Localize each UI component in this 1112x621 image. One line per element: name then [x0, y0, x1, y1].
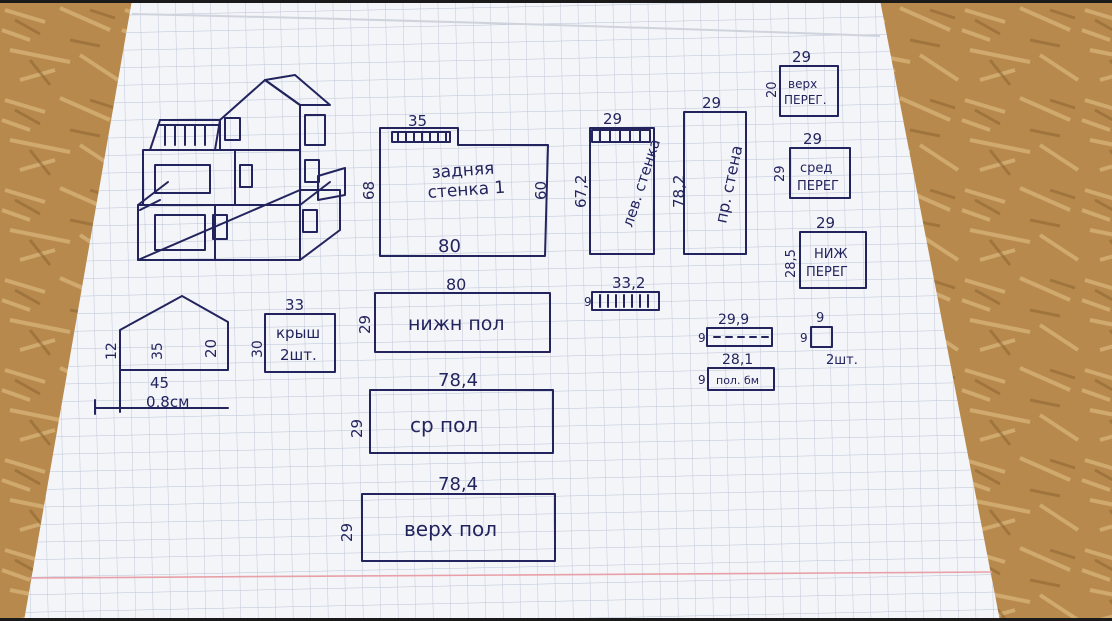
low-partition-top-dim: 29	[816, 214, 835, 232]
lower-floor-side-dim: 29	[356, 315, 374, 334]
top-floor-top-dim: 78,4	[438, 474, 478, 495]
lower-floor-piece	[374, 292, 551, 353]
strip-piece-2	[707, 367, 775, 391]
gable-thickness: 0,8см	[146, 393, 189, 411]
strip-piece-1	[706, 327, 773, 347]
left-wall-side-dim: 67,2	[572, 175, 590, 208]
strip2-top-dim: 28,1	[722, 352, 753, 368]
top-partition-name-2: ПЕРЕГ.	[784, 93, 827, 107]
mid-partition-name-1: сред	[800, 161, 832, 176]
back-wall-top-dim: 35	[408, 112, 427, 130]
graph-paper-sheet	[24, 0, 1000, 621]
middle-floor-top-dim: 78,4	[438, 370, 478, 391]
strip1-side-dim: 9	[698, 331, 706, 345]
gable-left-dim: 12	[104, 342, 120, 360]
lower-floor-name: нижн пол	[408, 313, 505, 335]
strip2-name: пол. бм	[716, 374, 759, 387]
roof-top-dim: 33	[285, 296, 304, 314]
back-wall-right-dim: 60	[532, 181, 550, 200]
small-piece-count: 2шт.	[826, 353, 858, 368]
mid-partition-piece	[789, 147, 851, 199]
middle-floor-name: ср пол	[410, 413, 478, 437]
rail-top-dim: 33,2	[612, 274, 645, 292]
top-partition-piece	[779, 65, 839, 117]
mid-partition-top-dim: 29	[803, 130, 822, 148]
small-piece-top-dim: 9	[816, 311, 824, 326]
mid-partition-side-dim: 29	[773, 165, 788, 182]
middle-floor-side-dim: 29	[348, 419, 366, 438]
dollhouse-sketch	[137, 74, 346, 261]
roof-name-2: 2шт.	[280, 346, 317, 364]
strip2-side-dim: 9	[698, 373, 706, 387]
rail-side-dim: 9	[584, 295, 592, 309]
back-wall-bottom-dim: 80	[438, 236, 461, 257]
top-partition-top-dim: 29	[792, 48, 811, 66]
back-wall-name-line1: задняя	[431, 159, 495, 183]
mid-partition-name-2: ПЕРЕГ	[797, 179, 839, 194]
left-wall-top-dim: 29	[603, 110, 622, 128]
right-wall-top-dim: 29	[702, 94, 721, 112]
rail-piece	[591, 291, 660, 311]
middle-floor-piece	[369, 389, 554, 454]
lower-floor-top-dim: 80	[446, 275, 466, 294]
top-floor-name: верх пол	[404, 517, 497, 541]
back-wall-left-dim: 68	[360, 181, 378, 200]
gable-right-dim: 20	[202, 339, 220, 358]
low-partition-name-2: ПЕРЕГ	[806, 265, 848, 280]
right-wall-piece	[683, 111, 747, 255]
top-floor-piece	[361, 493, 556, 562]
small-piece-side-dim: 9	[800, 331, 808, 345]
low-partition-piece	[799, 231, 867, 289]
strip1-top-dim: 29,9	[718, 312, 749, 328]
back-wall-piece	[379, 127, 549, 257]
gable-side-sketch	[94, 295, 229, 415]
left-wall-piece	[589, 127, 655, 255]
low-partition-side-dim: 28,5	[784, 249, 799, 278]
gable-mid-dim: 35	[150, 342, 166, 360]
small-square-piece	[810, 326, 833, 348]
margin-line	[29, 571, 993, 579]
top-floor-side-dim: 29	[338, 523, 356, 542]
roof-name-1: крыш	[276, 324, 320, 342]
top-partition-name-1: верх	[788, 77, 817, 91]
right-wall-side-dim: 78,2	[670, 175, 688, 208]
low-partition-name-1: НИЖ	[814, 247, 848, 262]
gable-bottom-dim: 45	[150, 374, 169, 392]
roof-piece	[264, 313, 336, 373]
top-partition-side-dim: 20	[765, 81, 780, 98]
roof-side-dim: 30	[250, 340, 266, 358]
